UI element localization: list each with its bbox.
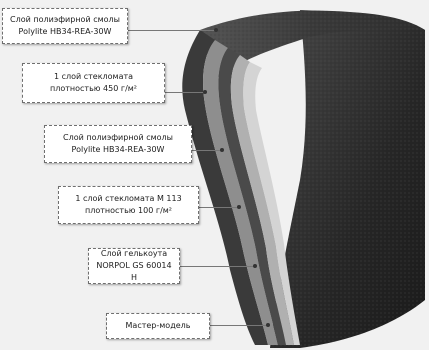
- leader-dot: [253, 264, 257, 268]
- leader-dot: [214, 28, 218, 32]
- label-line: Слой полиэфирной смолы: [10, 14, 120, 26]
- label-line: плотностью 100 г/м²: [85, 205, 172, 217]
- label-line: Polylite HB34-REA-30W: [19, 26, 112, 38]
- label-line: 1 слой стекломата М 113: [75, 193, 181, 205]
- label-line: 1 слой стекломата: [54, 71, 133, 83]
- leader-line: [199, 207, 239, 208]
- label-line: Слой гелькоута: [101, 248, 167, 260]
- label-line: NORPOL GS 60014 H: [93, 260, 175, 284]
- label-line: Мастер-модель: [126, 320, 191, 332]
- leader-dot: [203, 90, 207, 94]
- label-glass-mat-450: 1 слой стекломата плотностью 450 г/м²: [22, 63, 165, 103]
- label-master-model: Мастер-модель: [106, 313, 210, 339]
- leader-line: [180, 266, 255, 267]
- leader-line: [165, 92, 205, 93]
- leader-dot: [266, 323, 270, 327]
- leader-line: [192, 150, 222, 151]
- leader-line: [128, 30, 216, 31]
- label-line: Слой полиэфирной смолы: [63, 132, 173, 144]
- label-resin-layer-inner: Слой полиэфирной смолы Polylite HB34-REA…: [44, 125, 192, 163]
- leader-dot: [220, 148, 224, 152]
- leader-line: [210, 325, 268, 326]
- label-resin-layer-outer: Слой полиэфирной смолы Polylite HB34-REA…: [2, 8, 128, 44]
- label-gelcoat: Слой гелькоута NORPOL GS 60014 H: [88, 248, 180, 284]
- label-glass-mat-100: 1 слой стекломата М 113 плотностью 100 г…: [58, 186, 199, 224]
- leader-dot: [237, 205, 241, 209]
- label-line: Polylite HB34-REA-30W: [72, 144, 165, 156]
- label-line: плотностью 450 г/м²: [50, 83, 137, 95]
